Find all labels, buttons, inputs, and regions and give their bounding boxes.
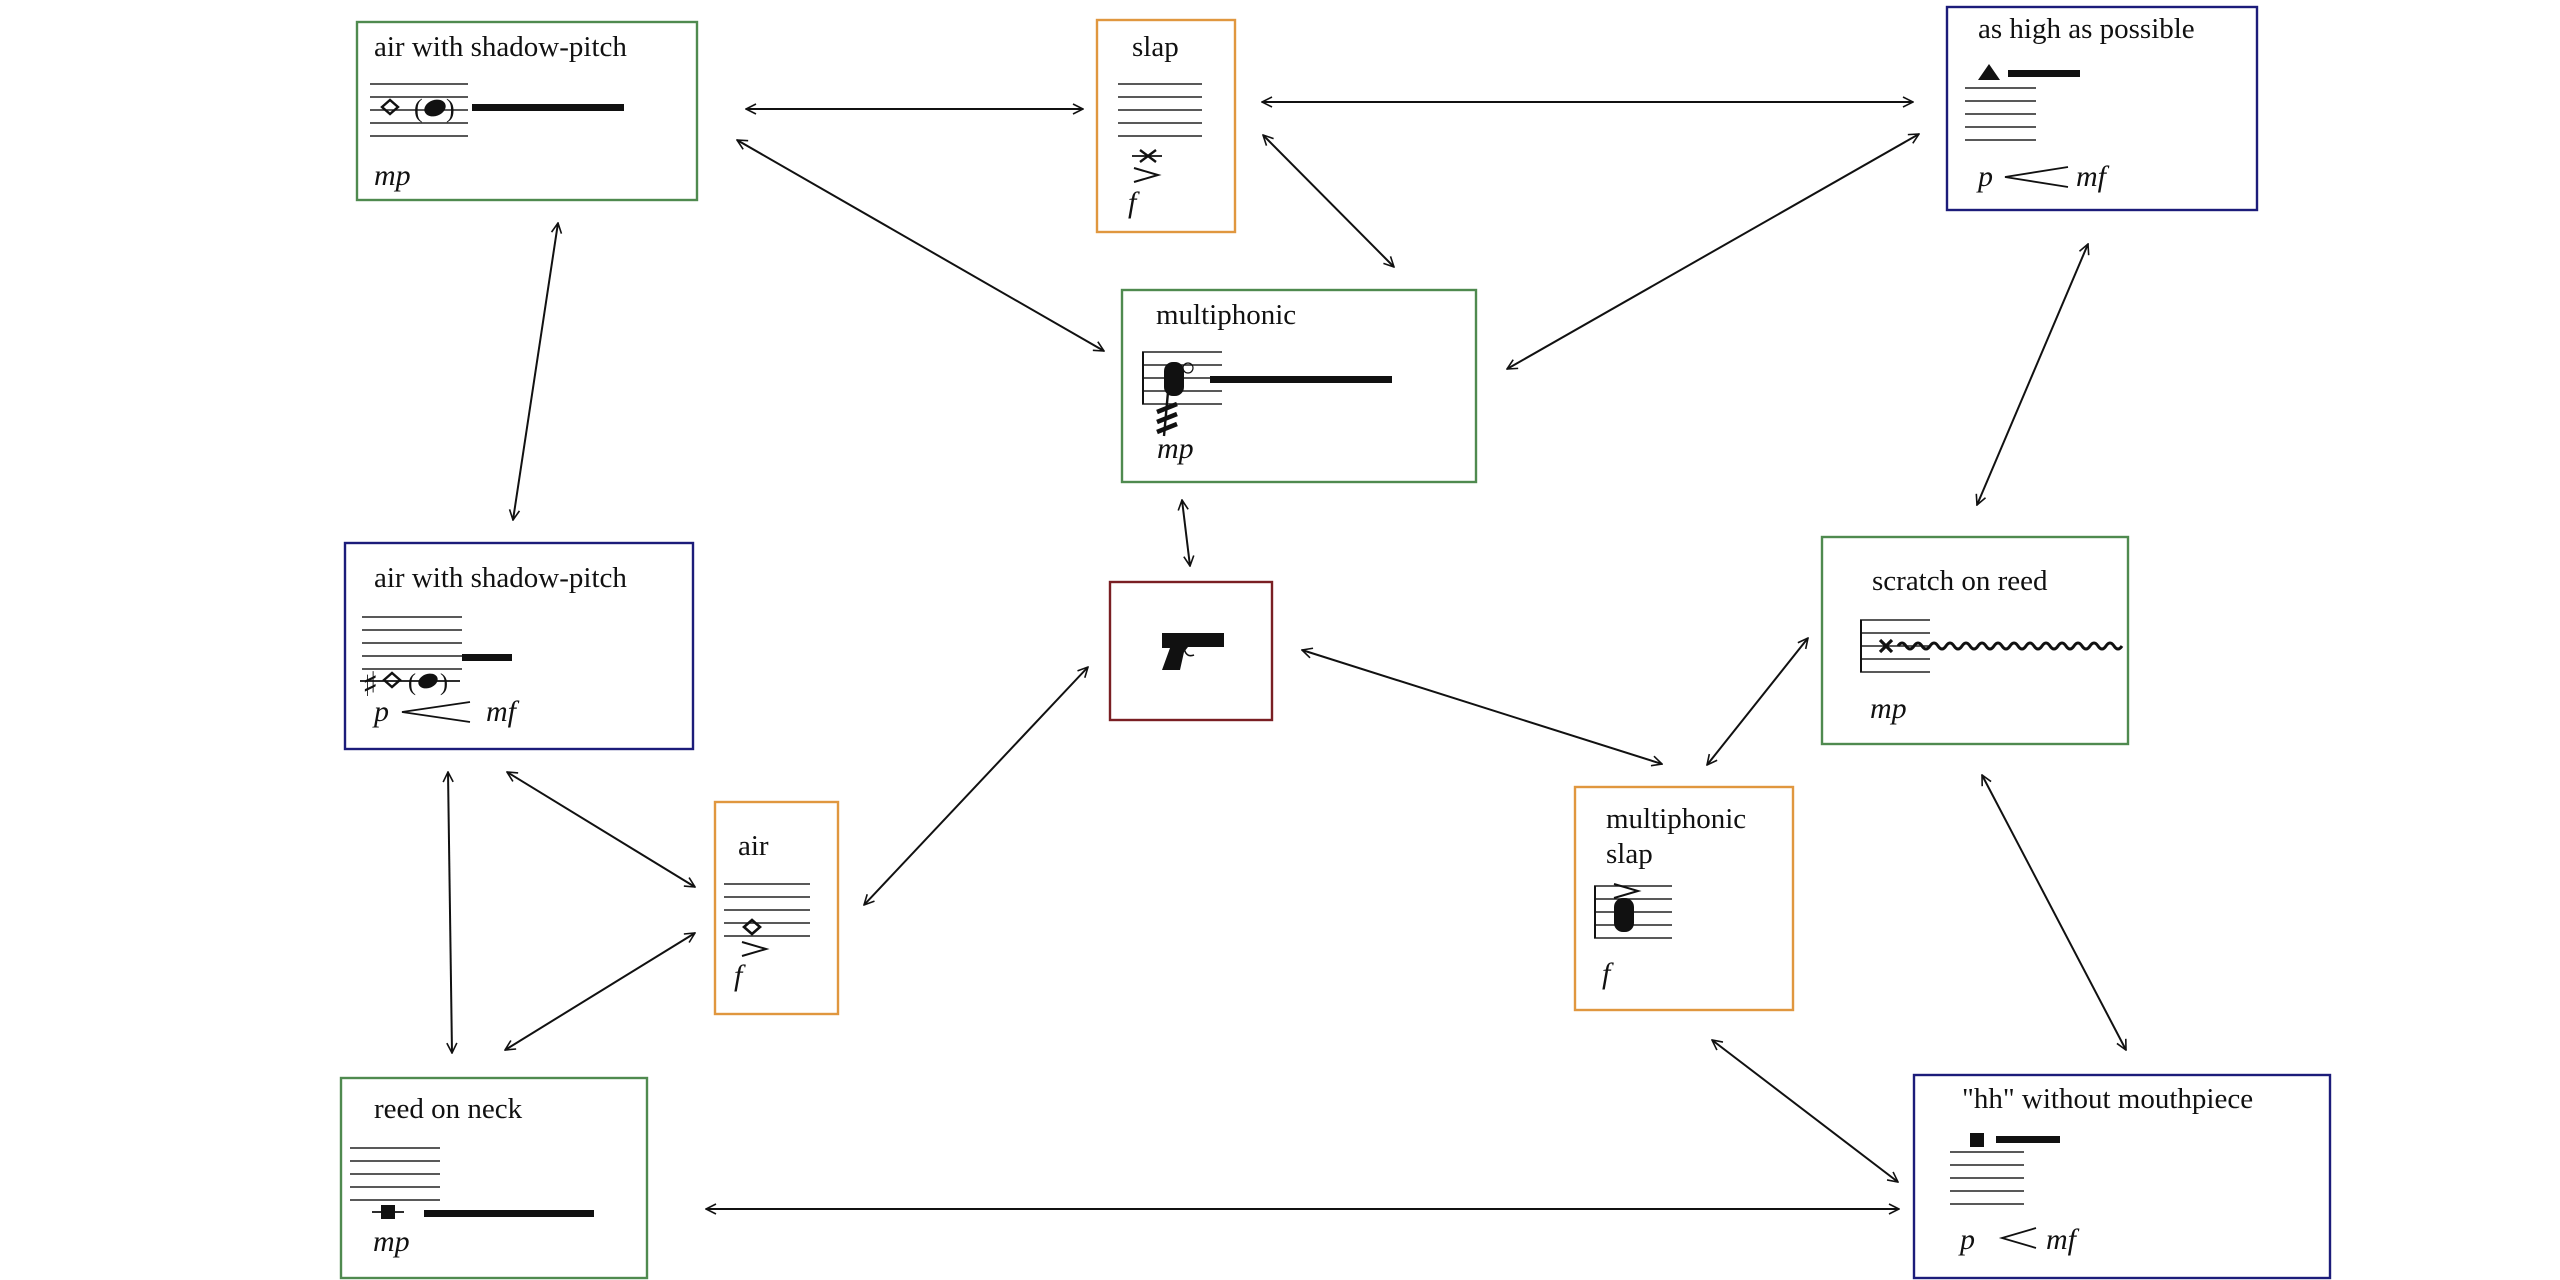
connector-multiphonic-slap-to-hh [1712, 1040, 1898, 1182]
dynamic-start: p [372, 695, 389, 728]
node-air-shadow-pitch-top: air with shadow-pitch ( ) mp [355, 20, 699, 202]
node-border [1820, 535, 2130, 746]
node-hh-without-mouthpiece: "hh" without mouthpiece p mf [1912, 1073, 2332, 1280]
node-multiphonic-slap: multiphonic slap f [1573, 785, 1795, 1012]
accent-icon [741, 941, 770, 957]
staff-icon [1594, 885, 1672, 939]
parenthesis-icon: ( [408, 670, 416, 696]
sharp-icon: ♯ [362, 665, 378, 705]
node-border [1108, 580, 1274, 722]
node-border [713, 800, 840, 1016]
dynamic-marking: mp [1157, 432, 1194, 465]
node-air: air f [713, 800, 840, 1016]
connector-air-shadow-top-to-air-shadow-mid [513, 223, 558, 520]
crescendo-hairpin-icon [2004, 166, 2069, 188]
sustain-line-icon [1210, 376, 1392, 383]
dynamic-start: p [1976, 160, 1993, 193]
node-scratch-on-reed: scratch on reed mp [1820, 535, 2130, 746]
connector-gun-to-multiphonic-slap [1302, 650, 1662, 764]
connector-air-shadow-mid-to-air [507, 772, 695, 887]
node-border [1095, 18, 1237, 234]
dynamic-marking: mp [373, 1225, 410, 1258]
staff-icon [350, 1147, 440, 1201]
node-title: air with shadow-pitch [374, 562, 627, 594]
connector-air-shadow-mid-to-reed-neck [448, 772, 452, 1053]
sustain-line-icon [424, 1210, 594, 1217]
accent-icon [1613, 883, 1642, 899]
node-title: scratch on reed [1872, 565, 2048, 597]
parenthesis-icon: ) [446, 94, 455, 123]
node-title: reed on neck [374, 1093, 523, 1125]
cluster-notehead-icon [1614, 898, 1634, 932]
staff-icon [370, 83, 468, 137]
node-title: as high as possible [1978, 13, 2195, 45]
triangle-notehead-icon [1978, 64, 2000, 80]
sustain-line-icon [472, 104, 624, 111]
dynamic-end: mf [486, 695, 520, 728]
node-border [1945, 5, 2259, 212]
node-title: slap [1132, 31, 1179, 63]
dynamic-marking: mp [374, 159, 411, 192]
node-gun [1108, 580, 1274, 722]
trigger-guard-icon [1183, 647, 1195, 657]
node-title: air [738, 830, 769, 862]
diamond-notehead-icon [380, 98, 400, 116]
node-border [339, 1076, 649, 1280]
staff-icon [1965, 87, 2036, 141]
dynamic-start: p [1958, 1223, 1975, 1256]
node-title: "hh" without mouthpiece [1962, 1083, 2253, 1115]
node-border [343, 541, 695, 751]
accent-icon [1133, 167, 1162, 183]
connector-air-shadow-top-to-multiphonic [737, 140, 1104, 351]
node-as-high-as-possible: as high as possible p mf [1945, 5, 2259, 212]
connector-slap-to-multiphonic [1263, 135, 1394, 267]
notehead-icon [418, 673, 438, 689]
cluster-notehead-icon [1164, 362, 1184, 396]
dynamic-marking: mp [1870, 692, 1907, 725]
connector-air-to-gun [864, 667, 1088, 905]
harmonic-circle-icon [1182, 362, 1194, 374]
node-reed-on-neck: reed on neck mp [339, 1076, 649, 1280]
diamond-notehead-icon [742, 918, 762, 936]
staff-icon [1950, 1151, 2024, 1205]
connector-multiphonic-to-as-high [1507, 134, 1919, 369]
node-multiphonic: multiphonic mp [1120, 288, 1478, 484]
sustain-line-icon [462, 654, 512, 661]
dynamic-end: mf [2046, 1223, 2080, 1256]
node-title: air with shadow-pitch [374, 31, 627, 63]
parenthesis-icon: ( [414, 94, 423, 123]
crescendo-hairpin-icon [401, 701, 471, 723]
pistol-icon [1162, 633, 1224, 670]
sustain-line-icon [2008, 70, 2080, 77]
staff-icon [362, 616, 462, 670]
square-notehead-icon [1970, 1133, 1984, 1147]
dynamic-end: mf [2076, 160, 2110, 193]
staff-icon [1860, 619, 1930, 673]
node-border [1912, 1073, 2332, 1280]
connector-scratch-to-hh [1981, 775, 2127, 1050]
node-slap: slap f [1095, 18, 1237, 234]
crescendo-hairpin-icon [1998, 1227, 2037, 1249]
connector-scratch-to-multiphonic-slap [1707, 638, 1808, 765]
staff-icon [1118, 83, 1202, 137]
trill-wave-icon [1896, 641, 2124, 651]
staff-icon [724, 883, 810, 937]
tremolo-icon [1156, 401, 1178, 435]
connector-layer [448, 102, 2127, 1209]
connector-air-to-reed-neck [505, 933, 695, 1050]
x-notehead-icon [1878, 638, 1894, 654]
notehead-icon [424, 99, 446, 117]
sustain-line-icon [1996, 1136, 2060, 1143]
parenthesis-icon: ) [440, 670, 448, 696]
node-air-shadow-pitch-mid: air with shadow-pitch ♯ ( ) p mf [343, 541, 695, 751]
node-title-line-1: multiphonic [1606, 803, 1746, 835]
connector-multiphonic-to-gun [1182, 500, 1190, 566]
node-title-line-2: slap [1606, 838, 1653, 870]
connector-as-high-to-scratch [1977, 244, 2088, 505]
diamond-notehead-icon [382, 671, 402, 689]
node-title: multiphonic [1156, 299, 1296, 331]
